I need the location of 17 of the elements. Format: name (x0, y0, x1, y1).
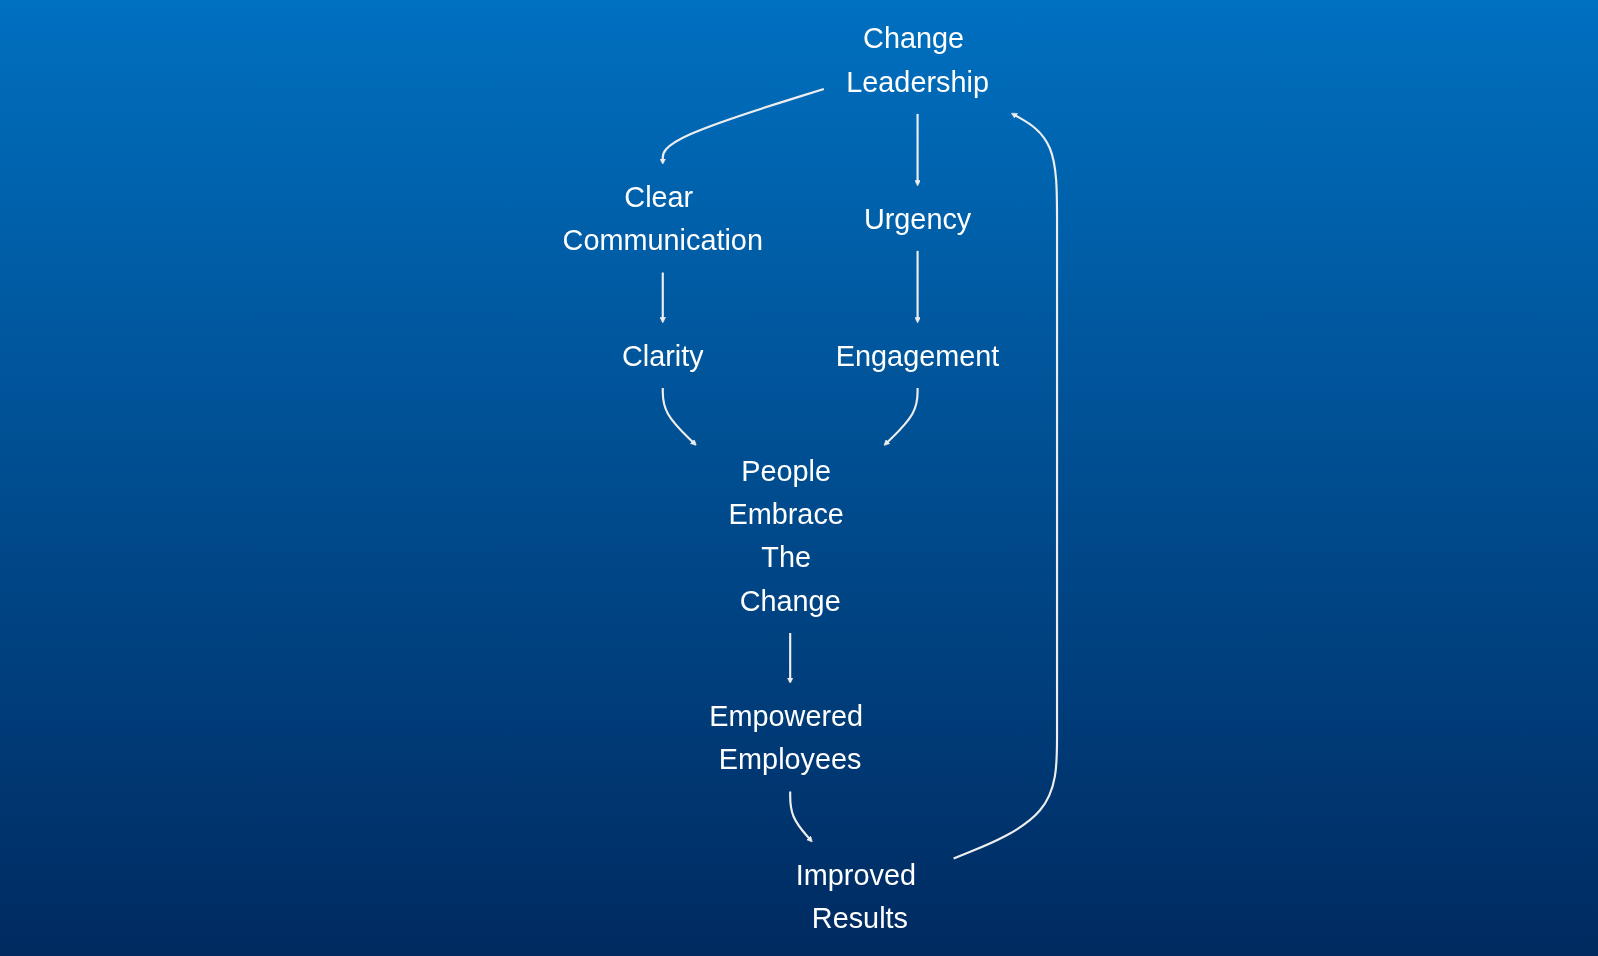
arrow (659, 87, 825, 165)
node-text: Engagement (835, 339, 1000, 372)
node-text: Clear Communication (562, 180, 763, 256)
node-text: Clarity (621, 339, 704, 372)
arrow (914, 113, 921, 187)
node-text: People Embrace The Change (728, 454, 844, 617)
arrow (953, 112, 1059, 860)
arrow (914, 250, 921, 324)
node-text: Empowered Employees (709, 700, 864, 776)
arrow (883, 387, 919, 446)
arrow (659, 272, 666, 324)
node-text: Improved Results (795, 858, 916, 934)
arrow (789, 791, 813, 843)
arrow (661, 387, 697, 446)
node-text: Urgency (863, 202, 972, 235)
node-text: Change Leadership (846, 22, 989, 98)
arrow (787, 633, 794, 684)
